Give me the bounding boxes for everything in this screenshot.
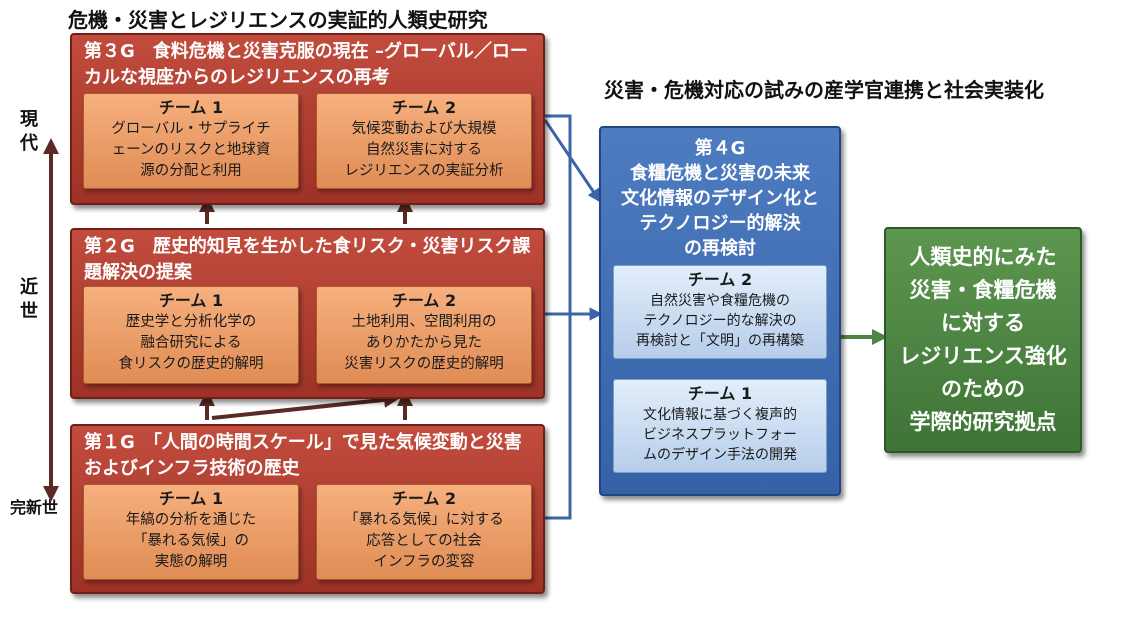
group-2-team-1: チーム 1 歴史学と分析化学の 融合研究による 食リスクの歴史的解明: [83, 286, 299, 384]
group-3-title: 第３G 食料危機と災害克服の現在 –グローバル／ローカルな視座からのレジリエンス…: [84, 41, 528, 88]
group-1-box: 第１G 「人間の時間スケール」で見た気候変動と災害 およびインフラ技術の歴史 チ…: [70, 424, 545, 594]
team-description: グローバル・サプライチ ェーンのリスクと地球資 源の分配と利用: [111, 121, 271, 179]
team-name: チーム 1: [158, 98, 224, 117]
era-label-holocene: 完新世: [9, 498, 58, 517]
team-name: チーム 1: [158, 489, 224, 508]
group-4-title: 第４G 食糧危機と災害の未来 文化情報のデザイン化と テクノロジー的解決 の再検…: [621, 138, 819, 259]
group-2-team-2: チーム 2 土地利用、空間利用の ありかたから見た 災害リスクの歴史的解明: [316, 286, 532, 384]
connector-g3-to-g4: [545, 114, 572, 520]
group-2-title: 第２G 歴史的知見を生かした食リスク・災害リスク課題解決の提案: [84, 236, 531, 283]
group-3-box: 第３G 食料危機と災害克服の現在 –グローバル／ローカルな視座からのレジリエンス…: [70, 33, 545, 205]
group-4-team-2: チーム 2 自然災害や食糧危機の テクノロジー的な解決の 再検討と「文明」の再構…: [613, 265, 827, 359]
team-name: チーム 2: [391, 291, 457, 310]
team-name: チーム 2: [687, 270, 753, 289]
group-1-title: 第１G 「人間の時間スケール」で見た気候変動と災害 およびインフラ技術の歴史: [84, 432, 522, 479]
team-name: チーム 1: [687, 384, 753, 403]
arrow-g3-to-g4: [543, 119, 601, 203]
arrow-g1-diagonal: [211, 391, 400, 420]
team-description: 自然災害や食糧危機の テクノロジー的な解決の 再検討と「文明」の再構築: [636, 293, 804, 349]
team-description: 歴史学と分析化学の 融合研究による 食リスクの歴史的解明: [118, 314, 264, 372]
group-3-team-2: チーム 2 気候変動および大規模 自然災害に対する レジリエンスの実証分析: [316, 93, 532, 189]
result-box: 人類史的にみた 災害・食糧危機 に対する レジリエンス強化 のための 学際的研究…: [884, 227, 1082, 453]
group-4-box: 第４G 食糧危機と災害の未来 文化情報のデザイン化と テクノロジー的解決 の再検…: [599, 126, 841, 496]
era-label-early-modern: 近 世: [20, 277, 38, 322]
group-3-team-1: チーム 1 グローバル・サプライチ ェーンのリスクと地球資 源の分配と利用: [83, 93, 299, 189]
group-4-team-1: チーム 1 文化情報に基づく複声的 ビジネスプラットフォー ムのデザイン手法の開…: [613, 379, 827, 473]
group-1-team-1: チーム 1 年縞の分析を通じた 「暴れる気候」の 実態の解明: [83, 484, 299, 580]
era-label-modern: 現 代: [20, 109, 38, 154]
team-description: 年縞の分析を通じた 「暴れる気候」の 実態の解明: [125, 512, 257, 570]
team-description: 「暴れる気候」に対する 応答としての社会 インフラの変容: [344, 512, 504, 570]
main-title: 危機・災害とレジリエンスの実証的人類史研究: [68, 8, 488, 32]
right-title: 災害・危機対応の試みの産学官連携と社会実装化: [604, 78, 1044, 102]
group-1-team-2: チーム 2 「暴れる気候」に対する 応答としての社会 インフラの変容: [316, 484, 532, 580]
team-name: チーム 2: [391, 489, 457, 508]
team-description: 気候変動および大規模 自然災害に対する レジリエンスの実証分析: [344, 121, 504, 179]
team-name: チーム 2: [391, 98, 457, 117]
team-description: 文化情報に基づく複声的 ビジネスプラットフォー ムのデザイン手法の開発: [643, 407, 797, 463]
team-name: チーム 1: [158, 291, 224, 310]
group-2-box: 第２G 歴史的知見を生かした食リスク・災害リスク課題解決の提案 チーム 1 歴史…: [70, 228, 545, 399]
team-description: 土地利用、空間利用の ありかたから見た 災害リスクの歴史的解明: [344, 314, 504, 372]
